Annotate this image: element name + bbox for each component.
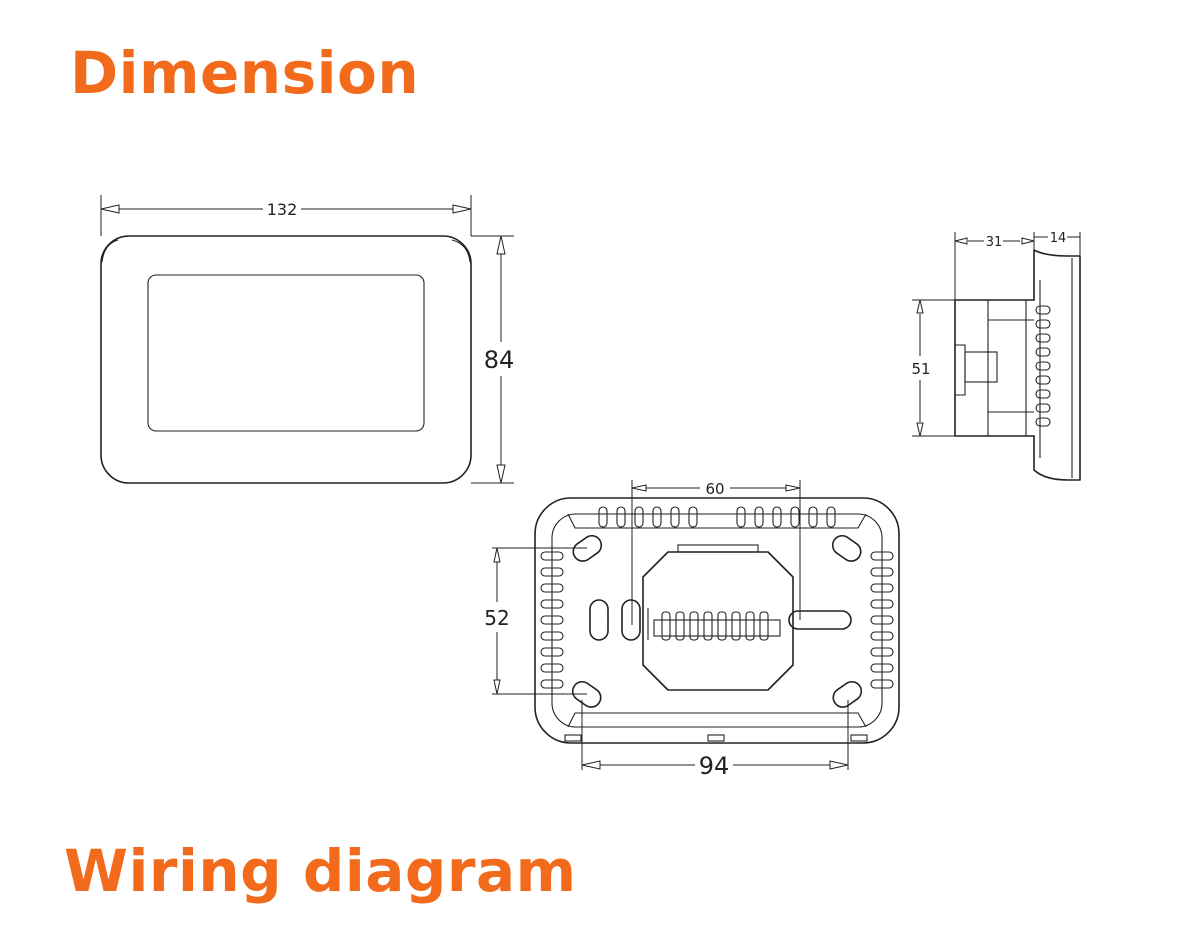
dimension-back-vertical: 52 xyxy=(484,547,587,695)
side-view: 31 14 51 xyxy=(911,231,1081,481)
front-view: 132 84 xyxy=(100,195,515,484)
back-right-vents xyxy=(870,551,894,689)
side-height-label: 51 xyxy=(911,360,930,378)
back-terminal-block xyxy=(642,544,794,691)
wiring-diagram-heading: Wiring diagram xyxy=(64,837,577,905)
dimension-side-depth-front: 14 xyxy=(1034,231,1081,256)
dimension-side-depth-base: 31 xyxy=(954,232,1035,300)
dimension-front-height: 84 xyxy=(471,235,515,484)
front-screen xyxy=(147,274,425,432)
side-base-body xyxy=(954,299,1035,437)
dimension-front-width: 132 xyxy=(100,195,472,236)
front-height-label: 84 xyxy=(484,346,515,374)
front-width-label: 132 xyxy=(267,200,298,219)
front-outline xyxy=(100,235,472,484)
back-inner-rim xyxy=(551,513,883,728)
back-vertical-spacing-label: 52 xyxy=(484,606,509,630)
back-mounting-holes xyxy=(571,534,863,708)
back-view: 60 52 94 xyxy=(484,480,900,780)
back-top-vents xyxy=(598,506,836,528)
dimension-side-height: 51 xyxy=(911,299,955,437)
dimension-back-top: 60 xyxy=(631,480,801,625)
back-bottom-spacing-label: 94 xyxy=(699,752,730,780)
back-outline xyxy=(534,497,900,744)
front-corner-accent xyxy=(101,239,119,263)
back-top-spacing-label: 60 xyxy=(705,480,724,498)
side-front-cover xyxy=(1033,249,1081,481)
dimension-back-bottom: 94 xyxy=(581,700,849,780)
dimension-heading: Dimension xyxy=(70,39,420,107)
side-vents xyxy=(1035,305,1051,427)
front-corner-accent xyxy=(451,239,471,263)
side-depth-base-label: 31 xyxy=(986,235,1003,250)
side-depth-front-label: 14 xyxy=(1050,231,1067,246)
back-left-vents xyxy=(540,551,564,689)
